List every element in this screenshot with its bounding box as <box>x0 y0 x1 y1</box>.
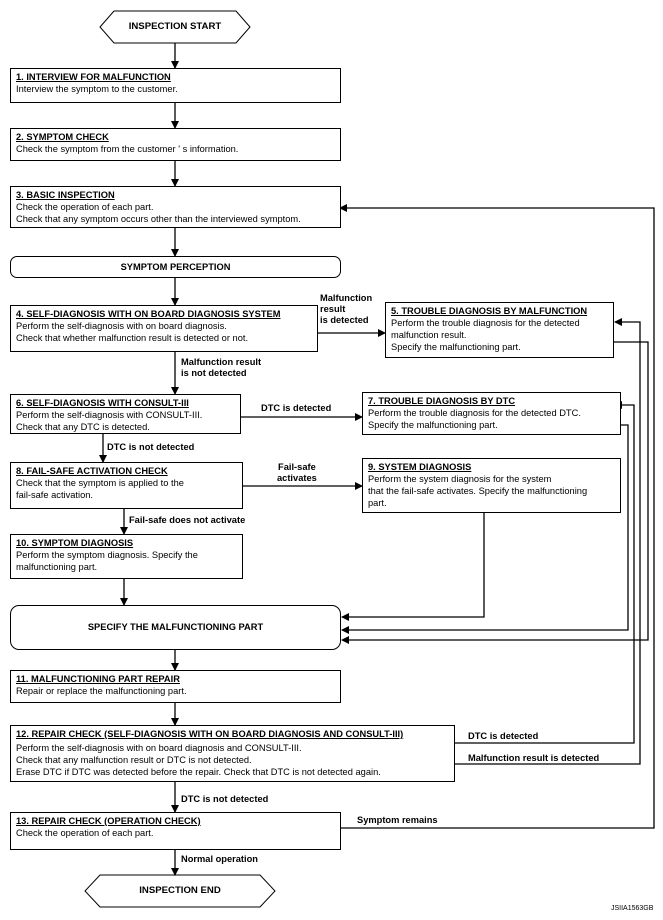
label-failsafe-not-activate: Fail-safe does not activate <box>129 515 246 525</box>
step-2-text: Check the symptom from the customer ' s … <box>16 144 239 154</box>
step-11-box: 11. MALFUNCTIONING PART REPAIR Repair or… <box>10 670 341 703</box>
step-10-text-1: Perform the symptom diagnosis. Specify t… <box>16 550 198 560</box>
step-6-box: 6. SELF-DIAGNOSIS WITH CONSULT-III Perfo… <box>10 394 241 434</box>
step-12-box: 12. REPAIR CHECK (SELF-DIAGNOSIS WITH ON… <box>10 725 455 782</box>
label-symptom-remains: Symptom remains <box>357 815 438 825</box>
step-10-title: 10. SYMPTOM DIAGNOSIS <box>16 538 134 548</box>
inspection-start-label: INSPECTION START <box>128 21 222 32</box>
label-malfunction-detected: Malfunction result is detected <box>320 293 372 326</box>
label-malfunction-detected-3: is detected <box>320 315 369 325</box>
step-5-text-1: Perform the trouble diagnosis for the de… <box>391 318 580 328</box>
step-7-text-2: Specify the malfunctioning part. <box>368 420 498 430</box>
step-2-box: 2. SYMPTOM CHECK Check the symptom from … <box>10 128 341 161</box>
step-6-text-2: Check that any DTC is detected. <box>16 422 150 432</box>
step-6-text-1: Perform the self-diagnosis with CONSULT-… <box>16 410 203 420</box>
step-11-title: 11. MALFUNCTIONING PART REPAIR <box>16 674 180 684</box>
step-1-text: Interview the symptom to the customer. <box>16 84 178 94</box>
step-9-text-2: that the fail-safe activates. Specify th… <box>368 486 588 496</box>
step-4-text-1: Perform the self-diagnosis with on board… <box>16 321 227 331</box>
step-1-box: 1. INTERVIEW FOR MALFUNCTION Interview t… <box>10 68 341 103</box>
step-8-text-2: fail-safe activation. <box>16 490 93 500</box>
start-terminator <box>99 10 251 44</box>
step-4-text-2: Check that whether malfunction result is… <box>16 333 249 343</box>
step-13-box: 13. REPAIR CHECK (OPERATION CHECK) Check… <box>10 812 341 850</box>
inspection-end-label: INSPECTION END <box>139 885 221 896</box>
label-dtc-detected-repair: DTC is detected <box>468 731 539 741</box>
label-malfunction-detected-2: result <box>320 304 346 314</box>
label-malfunction-detected-1: Malfunction <box>320 293 373 303</box>
symptom-perception-box: SYMPTOM PERCEPTION <box>10 256 341 278</box>
step-12-text-1: Perform the self-diagnosis with on board… <box>16 743 302 753</box>
step-9-text-1: Perform the system diagnosis for the sys… <box>368 474 552 484</box>
step-5-box: 5. TROUBLE DIAGNOSIS BY MALFUNCTION Perf… <box>385 302 614 358</box>
step-8-text-1: Check that the symptom is applied to the <box>16 478 184 488</box>
step-5-title: 5. TROUBLE DIAGNOSIS BY MALFUNCTION <box>391 306 588 316</box>
specify-malfunctioning-part-box: SPECIFY THE MALFUNCTIONING PART <box>10 605 341 650</box>
label-malfunction-not-detected-1: Malfunction result <box>181 357 262 367</box>
step-13-title: 13. REPAIR CHECK (OPERATION CHECK) <box>16 816 201 826</box>
label-normal-operation: Normal operation <box>181 854 258 864</box>
step-12-title: 12. REPAIR CHECK (SELF-DIAGNOSIS WITH ON… <box>16 729 404 739</box>
step-8-box: 8. FAIL-SAFE ACTIVATION CHECK Check that… <box>10 462 243 509</box>
label-dtc-not-detected-repair: DTC is not detected <box>181 794 269 804</box>
step-7-box: 7. TROUBLE DIAGNOSIS BY DTC Perform the … <box>362 392 621 435</box>
label-malfunction-not-detected: Malfunction result is not detected <box>181 357 261 379</box>
step-8-title: 8. FAIL-SAFE ACTIVATION CHECK <box>16 466 168 476</box>
step-4-title: 4. SELF-DIAGNOSIS WITH ON BOARD DIAGNOSI… <box>16 309 281 319</box>
label-malfunction-detected-repair: Malfunction result is detected <box>468 753 600 763</box>
step-13-text: Check the operation of each part. <box>16 828 154 838</box>
step-12-text-3: Erase DTC if DTC was detected before the… <box>16 767 381 777</box>
step-11-text: Repair or replace the malfunctioning par… <box>16 686 187 696</box>
step-3-title: 3. BASIC INSPECTION <box>16 190 115 200</box>
step-7-title: 7. TROUBLE DIAGNOSIS BY DTC <box>368 396 516 406</box>
label-malfunction-not-detected-2: is not detected <box>181 368 247 378</box>
step-9-title: 9. SYSTEM DIAGNOSIS <box>368 462 472 472</box>
step-10-box: 10. SYMPTOM DIAGNOSIS Perform the sympto… <box>10 534 243 579</box>
label-dtc-detected: DTC is detected <box>261 403 332 413</box>
label-dtc-not-detected: DTC is not detected <box>107 442 195 452</box>
step-2-title: 2. SYMPTOM CHECK <box>16 132 109 142</box>
label-failsafe-activates-1: Fail-safe <box>278 462 316 472</box>
step-3-box: 3. BASIC INSPECTION Check the operation … <box>10 186 341 228</box>
step-12-text-2: Check that any malfunction result or DTC… <box>16 755 252 765</box>
step-3-text-2: Check that any symptom occurs other than… <box>16 214 301 224</box>
step-6-title: 6. SELF-DIAGNOSIS WITH CONSULT-III <box>16 398 189 408</box>
step-3-text-1: Check the operation of each part. <box>16 202 154 212</box>
step-9-box: 9. SYSTEM DIAGNOSIS Perform the system d… <box>362 458 621 513</box>
step-10-text-2: malfunctioning part. <box>16 562 98 572</box>
step-7-text-1: Perform the trouble diagnosis for the de… <box>368 408 581 418</box>
end-terminator <box>84 874 276 908</box>
step-1-title: 1. INTERVIEW FOR MALFUNCTION <box>16 72 171 82</box>
step-4-box: 4. SELF-DIAGNOSIS WITH ON BOARD DIAGNOSI… <box>10 305 318 352</box>
step-9-text-3: part. <box>368 498 387 508</box>
step-5-text-3: Specify the malfunctioning part. <box>391 342 521 352</box>
figure-code: JSIIA1563GB <box>611 905 654 912</box>
label-failsafe-activates-2: activates <box>277 473 317 483</box>
step-5-text-2: malfunction result. <box>391 330 467 340</box>
label-failsafe-activates: Fail-safe activates <box>277 462 317 484</box>
